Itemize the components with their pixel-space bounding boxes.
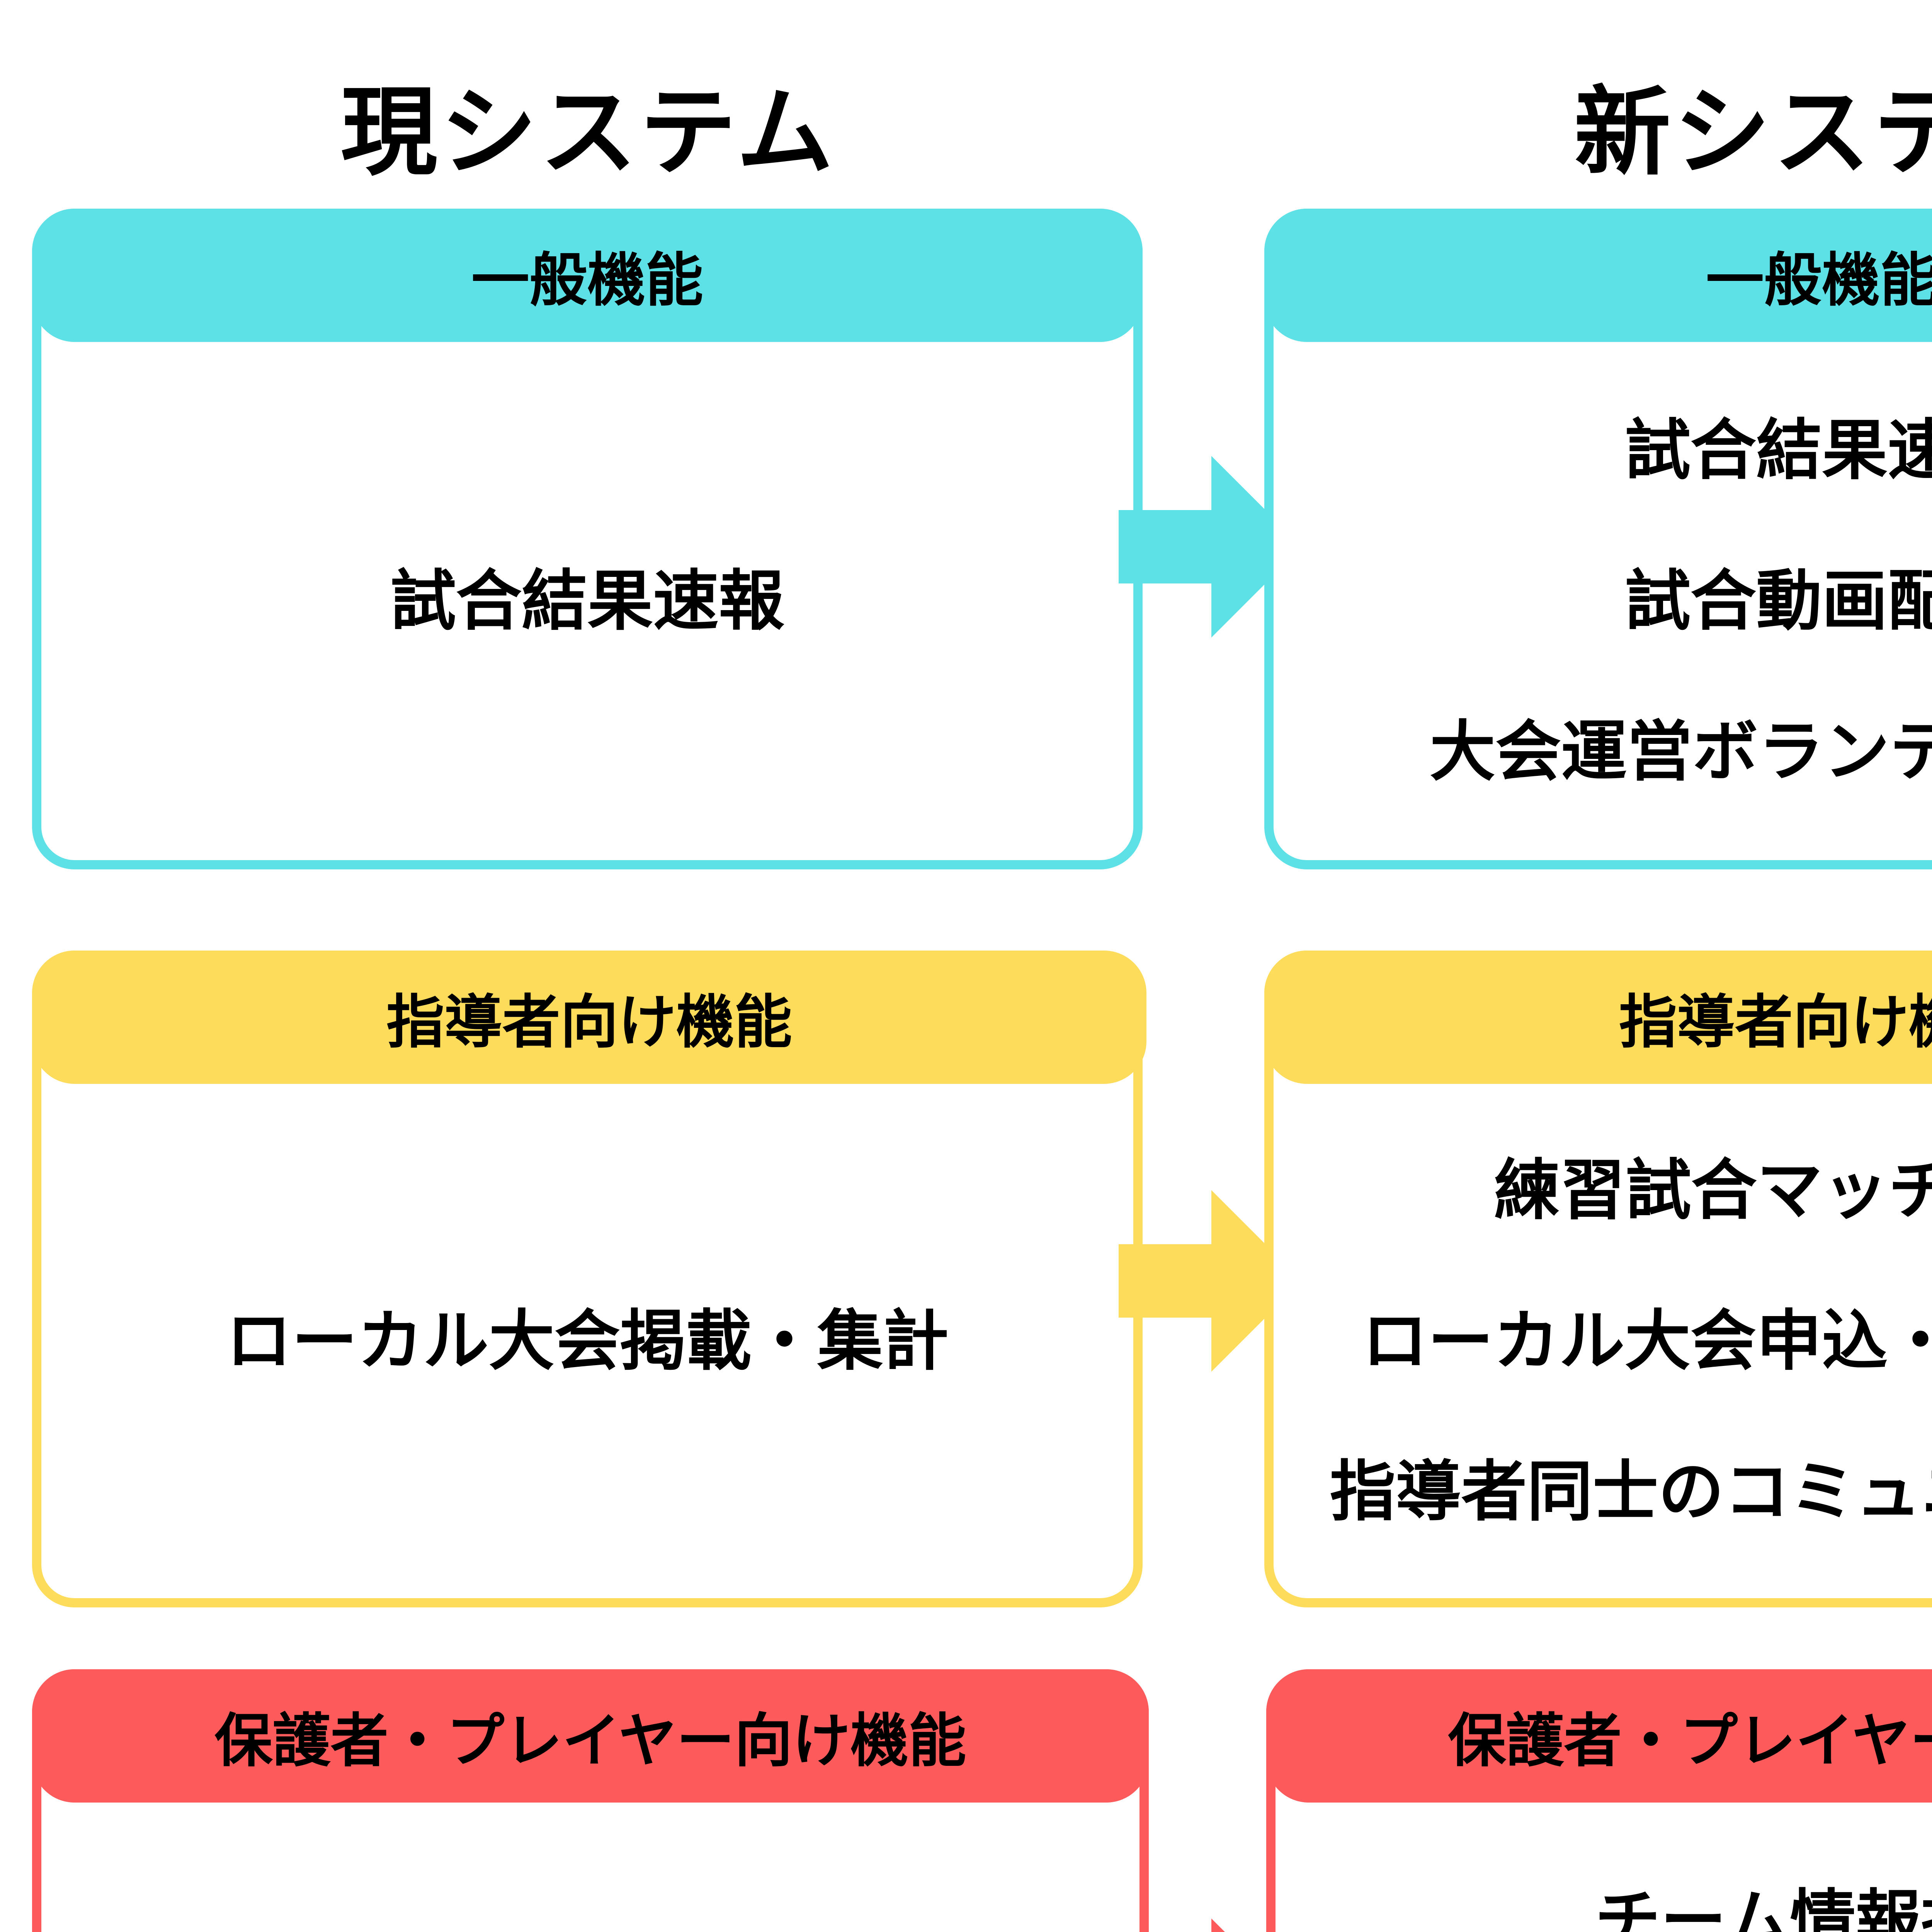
current-parent-player-panel: 保護者・プレイヤー向け機能 チーム名の掲載 xyxy=(32,1669,1149,1932)
panel-body: 試合結果速報 xyxy=(41,342,1133,860)
feature-item: 指導者同士のコミュニケーション xyxy=(1330,1453,1932,1530)
panel-header: 指導者向け機能 xyxy=(32,951,1146,1084)
right-arrow-icon xyxy=(1119,1918,1304,1932)
panel-body: 試合結果速報 試合動画配信 大会運営ボランティア募集 xyxy=(1274,342,1932,860)
feature-item: 試合動画配信 xyxy=(1624,563,1932,639)
feature-item: ローカル大会掲載・集計 xyxy=(226,1303,949,1379)
panel-body: 練習試合マッチメイク ローカル大会申込・掲載・集計 指導者同士のコミュニケーショ… xyxy=(1274,1084,1932,1598)
panel-header: 指導者向け機能 xyxy=(1264,951,1932,1084)
panel-body: チーム情報掲載 個人成績確認 指導者情報確認 xyxy=(1276,1803,1932,1932)
current-coach-panel: 指導者向け機能 ローカル大会掲載・集計 xyxy=(32,951,1146,1607)
feature-item: 大会運営ボランティア募集 xyxy=(1430,713,1932,790)
panel-header: 一般機能 xyxy=(32,209,1143,342)
new-parent-player-panel: 保護者・プレイヤー向け機能 チーム情報掲載 個人成績確認 指導者情報確認 xyxy=(1266,1669,1932,1932)
panel-header: 保護者・プレイヤー向け機能 xyxy=(32,1669,1149,1803)
current-general-panel: 一般機能 試合結果速報 xyxy=(32,209,1143,869)
new-general-panel: 一般機能 試合結果速報 試合動画配信 大会運営ボランティア募集 xyxy=(1264,209,1932,869)
current-system-title: 現システム xyxy=(340,75,837,189)
right-arrow-icon xyxy=(1119,456,1304,638)
panel-header: 保護者・プレイヤー向け機能 xyxy=(1266,1669,1932,1803)
feature-item: チーム情報掲載 xyxy=(1595,1882,1932,1932)
panel-body: ローカル大会掲載・集計 xyxy=(41,1084,1133,1598)
feature-item: 試合結果速報 xyxy=(1624,412,1932,489)
panel-body: チーム名の掲載 xyxy=(41,1803,1139,1932)
new-system-title: 新システム xyxy=(1574,75,1932,189)
feature-item: 練習試合マッチメイク xyxy=(1494,1152,1932,1229)
feature-item: ローカル大会申込・掲載・集計 xyxy=(1362,1303,1932,1379)
new-coach-panel: 指導者向け機能 練習試合マッチメイク ローカル大会申込・掲載・集計 指導者同士の… xyxy=(1264,951,1932,1607)
right-arrow-icon xyxy=(1119,1190,1304,1372)
feature-item: 試合結果速報 xyxy=(390,563,784,639)
panel-header: 一般機能 xyxy=(1264,209,1932,342)
